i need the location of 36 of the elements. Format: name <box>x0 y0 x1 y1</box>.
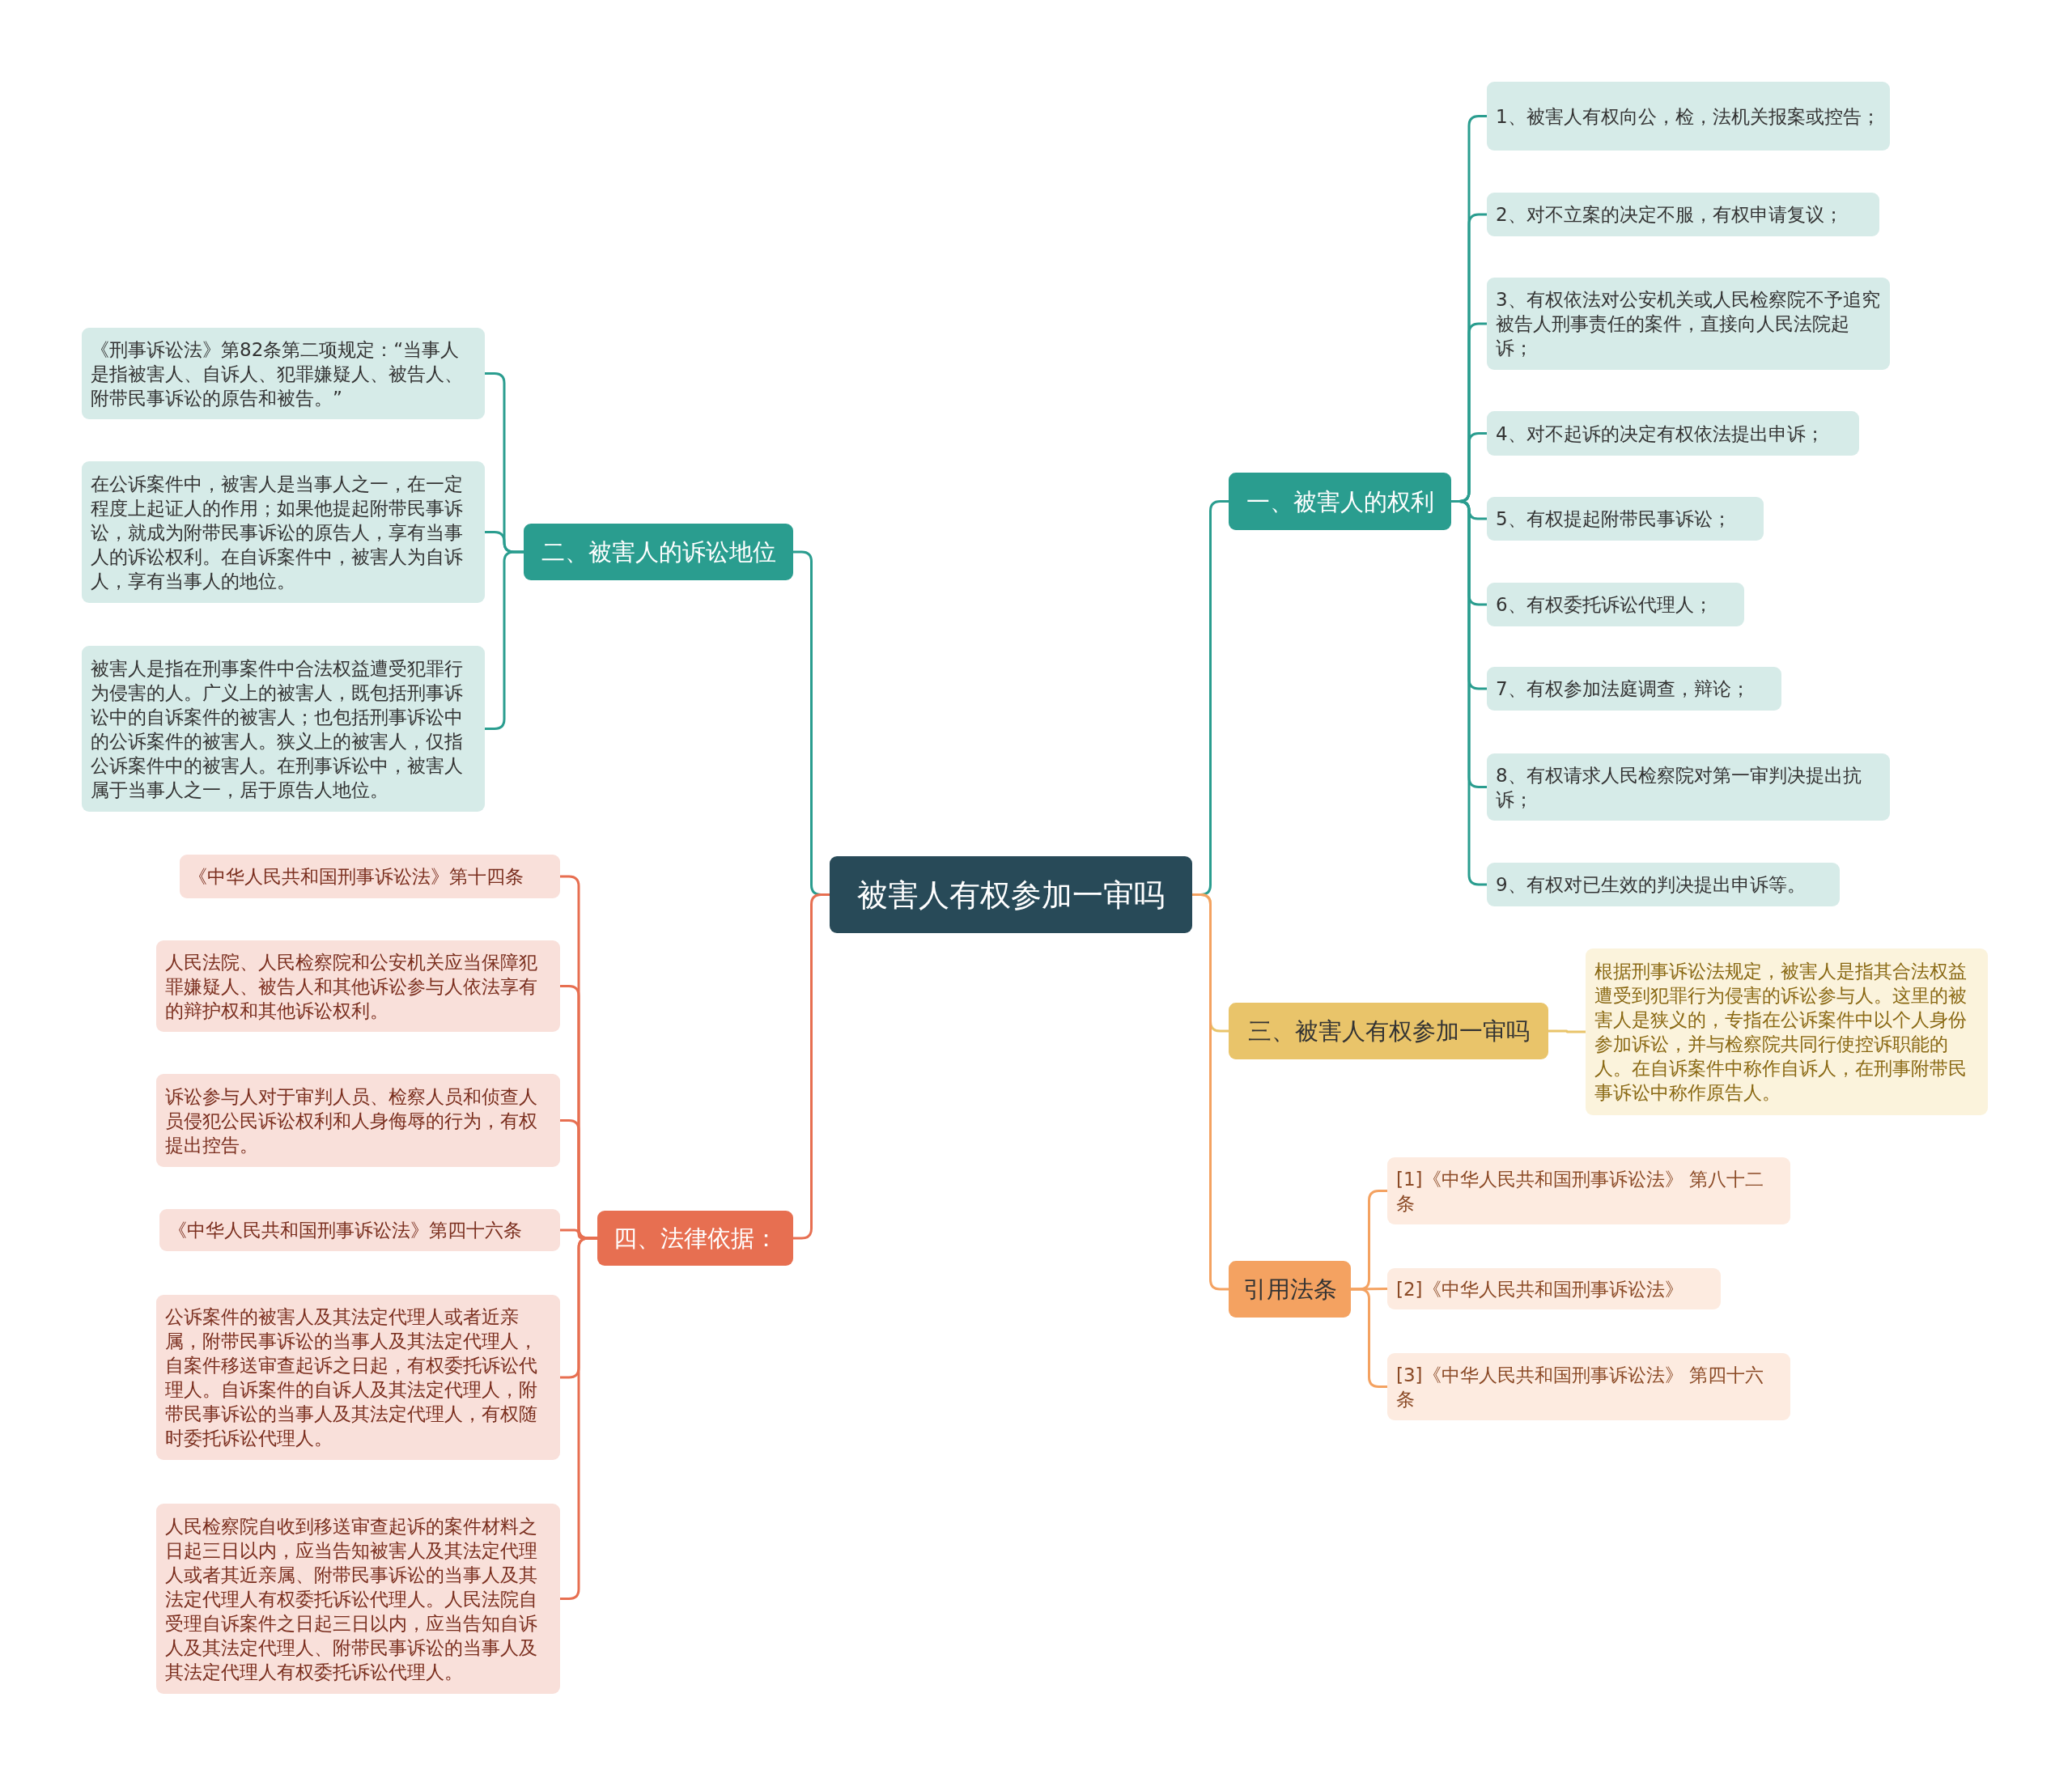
note-box: 8、有权请求人民检察院对第一审判决提出抗诉； <box>1487 753 1890 821</box>
note-box: 6、有权委托诉讼代理人； <box>1487 583 1744 626</box>
central-topic: 被害人有权参加一审吗 <box>830 856 1192 933</box>
note-box: 在公诉案件中，被害人是当事人之一，在一定程度上起证人的作用；如果他提起附带民事诉讼，就成为附带民事诉讼的原告人，享有当事人的诉讼权利。在自诉案件中，被害人为自诉人，享有当事人的地位。 <box>82 461 485 603</box>
branch-topic: 二、被害人的诉讼地位 <box>524 524 793 580</box>
branch-topic: 四、法律依据： <box>597 1211 793 1266</box>
connector-line <box>793 893 830 1240</box>
branch-topic: 三、被害人有权参加一审吗 <box>1229 1003 1548 1059</box>
note-box: [2]《中华人民共和国刑事诉讼法》 <box>1387 1268 1721 1309</box>
connector-line <box>1548 1029 1586 1033</box>
connector-line <box>560 1237 597 1600</box>
note-box: 公诉案件的被害人及其法定代理人或者近亲属，附带民事诉讼的当事人及其法定代理人，自案件移送审查起诉之日起，有权委托诉讼代理人。自诉案件的自诉人及其法定代理人，附带民事诉讼的当事人及其法定代理人，有权随时委托诉讼代理人。 <box>156 1295 560 1460</box>
note-box: 被害人是指在刑事案件中合法权益遭受犯罪行为侵害的人。广义上的被害人，既包括刑事诉讼中的自诉案件的被害人；也包括刑事诉讼中的公诉案件的被害人。狭义上的被害人，仅指公诉案件中的被害人。在刑事诉讼中，被害人属于当事人之一，居于原告人地位。 <box>82 646 485 812</box>
note-box: 人民法院、人民检察院和公安机关应当保障犯罪嫌疑人、被告人和其他诉讼参与人依法享有的辩护权和其他诉讼权利。 <box>156 940 560 1032</box>
connector-line <box>485 550 524 730</box>
note-box: 7、有权参加法庭调查，辩论； <box>1487 667 1781 711</box>
note-box: 3、有权依法对公安机关或人民检察院不予追究被告人刑事责任的案件，直接向人民法院起诉； <box>1487 278 1890 370</box>
branch-topic: 引用法条 <box>1229 1261 1351 1318</box>
note-box: [1]《中华人民共和国刑事诉讼法》 第八十二条 <box>1387 1157 1790 1224</box>
connector-line <box>1192 893 1229 1291</box>
note-box: 1、被害人有权向公，检，法机关报案或控告； <box>1487 82 1890 151</box>
note-box: 《刑事诉讼法》第82条第二项规定：“当事人是指被害人、自诉人、犯罪嫌疑人、被告人、附带民事诉讼的原告和被告。” <box>82 328 485 419</box>
note-box: 诉讼参与人对于审判人员、检察人员和侦查人员侵犯公民诉讼权利和人身侮辱的行为，有权提出控告。 <box>156 1074 560 1167</box>
note-box: 5、有权提起附带民事诉讼； <box>1487 497 1764 541</box>
note-box: 2、对不立案的决定不服，有权申请复议； <box>1487 193 1879 236</box>
note-box: 《中华人民共和国刑事诉讼法》第十四条 <box>180 855 560 898</box>
connector-line <box>1351 1288 1387 1388</box>
note-box: [3]《中华人民共和国刑事诉讼法》 第四十六条 <box>1387 1353 1790 1420</box>
note-box: 4、对不起诉的决定有权依法提出申诉； <box>1487 411 1859 456</box>
note-box: 9、有权对已生效的判决提出申诉等。 <box>1487 863 1840 906</box>
branch-topic: 一、被害人的权利 <box>1229 473 1451 530</box>
note-box: 人民检察院自收到移送审查起诉的案件材料之日起三日以内，应当告知被害人及其法定代理人或者其近亲属、附带民事诉讼的当事人及其法定代理人有权委托诉讼代理人。人民法院自受理自诉案件之日起三日以内，应当告知自诉人及其法定代理人、附带民事诉讼的当事人及其法定代理人有权委托诉讼代理人。 <box>156 1504 560 1694</box>
note-box: 《中华人民共和国刑事诉讼法》第四十六条 <box>159 1209 560 1251</box>
connector-line <box>1451 500 1487 886</box>
connector-line <box>1351 1288 1387 1291</box>
note-box: 根据刑事诉讼法规定，被害人是指其合法权益遭受到犯罪行为侵害的诉讼参与人。这里的被害人是狭义的，专指在公诉案件中以个人身份参加诉讼，并与检察院共同行使控诉职能的人。在自诉案件中称作自诉人，在刑事附带民事诉讼中称作原告人。 <box>1586 948 1988 1115</box>
